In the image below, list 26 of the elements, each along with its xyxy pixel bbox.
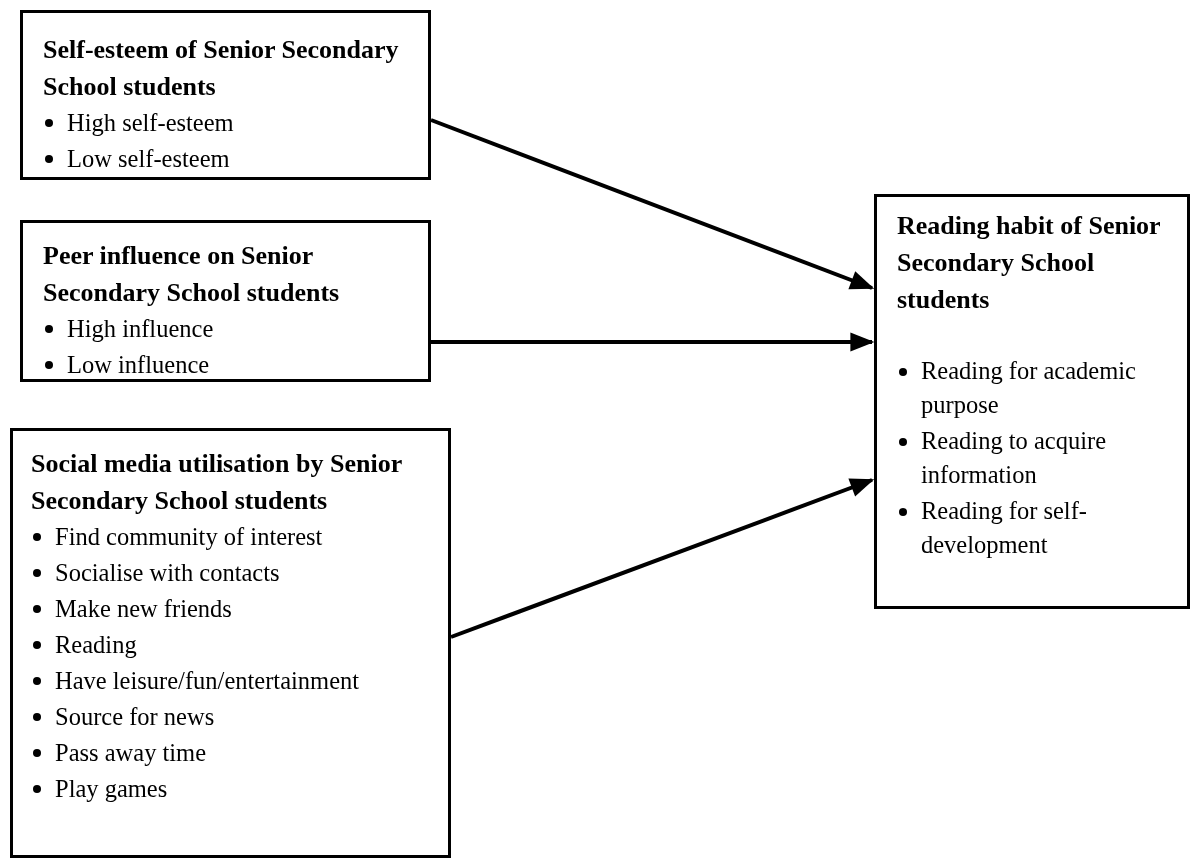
box-heading: Reading habit of Senior Secondary School students [897, 210, 1162, 316]
list-item: Reading for academic purpose [921, 357, 1136, 418]
arrow [431, 332, 875, 352]
list-item: Reading [55, 631, 137, 658]
list-item: Pass away time [55, 739, 207, 766]
arrow [450, 478, 875, 639]
list-item: Low influence [67, 351, 210, 378]
list-item: Make new friends [55, 595, 232, 622]
list-item: Socialise with contacts [55, 559, 280, 586]
box-heading: Social media utilisation by Senior Secondary School students [31, 448, 403, 517]
list-item: Have leisure/fun/entertainment [55, 667, 360, 694]
list-item: Play games [55, 775, 168, 802]
text-box [20, 10, 431, 180]
box-heading: Peer influence on Senior Secondary School students [43, 240, 341, 309]
list-item: Low self-esteem [67, 145, 230, 172]
list-item: Reading to acquire information [921, 427, 1107, 488]
text-box [10, 428, 451, 858]
list-item: Find community of interest [55, 523, 323, 550]
list-item: Source for news [55, 703, 215, 730]
text-box [20, 220, 431, 382]
arrow [430, 118, 875, 290]
list-item: High influence [67, 315, 214, 342]
list-item: Reading for self-development [921, 497, 1087, 558]
list-item: High self-esteem [67, 109, 234, 136]
box-heading: Self-esteem of Senior Secondary School students [43, 34, 400, 103]
text-box [874, 194, 1190, 609]
